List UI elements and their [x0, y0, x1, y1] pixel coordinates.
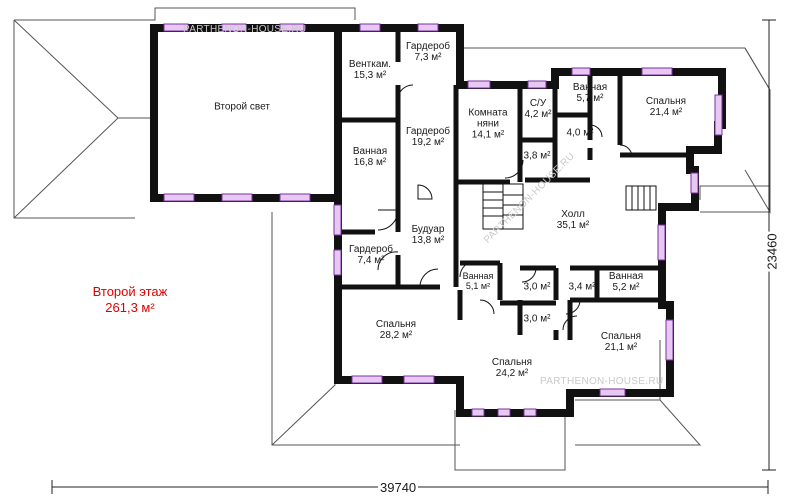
- dimension-width: 39740: [378, 480, 419, 495]
- exterior-walls: [150, 24, 726, 417]
- staircase-2: [625, 185, 657, 211]
- windows: [163, 23, 723, 417]
- room-label-4-0: 4,0 м²: [566, 127, 594, 139]
- room-label-3-0b: 3,0 м²: [523, 313, 551, 325]
- room-label-vtoroy-svet: Второй свет: [214, 101, 270, 113]
- interior-walls: [342, 28, 690, 340]
- staircase-1: [482, 183, 524, 230]
- floor-name: Второй этаж: [92, 284, 168, 299]
- room-label-3-8: 3,8 м²: [523, 150, 551, 162]
- roof-outline: [13, 7, 771, 471]
- floor-area: 261,3 м²: [105, 300, 155, 315]
- room-label-ventkam: Венткам.15,3 м²: [348, 59, 392, 81]
- floor-title: Второй этаж 261,3 м²: [93, 284, 168, 316]
- dimension-depth: 23460: [764, 231, 780, 272]
- room-label-3-0a: 3,0 м²: [523, 281, 551, 293]
- door-swings: [377, 84, 633, 331]
- watermark: PARTHENON-HOUSE.RU: [183, 24, 307, 35]
- watermark: PARTHENON-HOUSE.RU: [540, 376, 664, 387]
- dimension-lines: [51, 19, 776, 494]
- room-label-3-4: 3,4 м²: [568, 281, 596, 293]
